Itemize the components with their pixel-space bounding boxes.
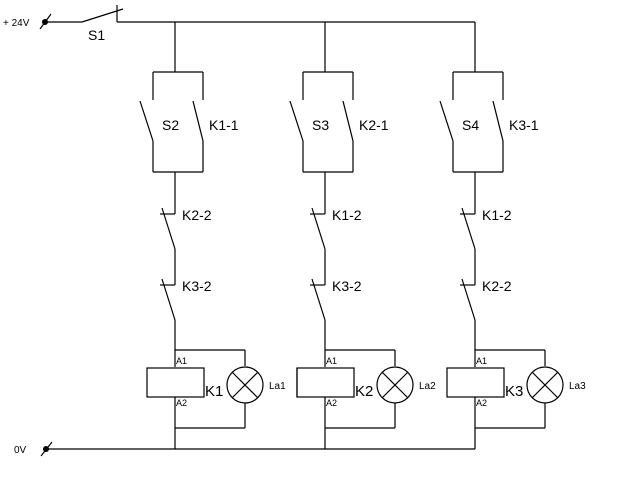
switch-blade [81,8,124,23]
lamp-label: La1 [269,381,286,392]
coil-terminal-a1: A1 [476,356,487,366]
coil-label: K3 [505,383,523,400]
contact-blade [492,100,504,142]
pushbutton-contact[interactable]: S3 [289,100,329,142]
contact-blade [461,207,476,250]
interlock-contact-2-label: K3-2 [332,278,362,294]
pushbutton-contact[interactable]: S4 [439,100,479,142]
contact-blade [289,100,304,142]
negative-supply-label: 0V [14,445,27,456]
contact-blade [161,207,176,250]
lamp: La3 [526,366,586,404]
lamp: La2 [376,366,436,404]
pushbutton-contact[interactable]: S2 [139,100,179,142]
main-switch-s1[interactable]: S1 [81,5,124,43]
contact-blade [342,100,354,142]
interlock-contact-2-label: K3-2 [182,278,212,294]
coil-body [296,367,355,398]
contact-blade [192,100,204,142]
coil-terminal-a2: A2 [176,398,187,408]
coil-terminal-a1: A1 [326,356,337,366]
coil-terminal-a1: A1 [176,356,187,366]
self-hold-contact-label: K1-1 [209,117,239,133]
lamp-icon [376,366,414,404]
contact-blade [311,207,326,250]
coil-label: K2 [355,383,373,400]
interlock-contact-2: K3-2 [160,278,212,321]
interlock-contact-2: K2-2 [460,278,512,321]
lamp-cross [381,371,409,399]
interlock-contact-1-label: K1-2 [332,207,362,223]
contact-blade [139,100,154,142]
interlock-contact-2-label: K2-2 [482,278,512,294]
contact-blade [161,278,176,321]
lamp: La1 [226,366,286,404]
interlock-contact-2: K3-2 [310,278,362,321]
contact-blade [311,278,326,321]
interlock-contact-1: K2-2 [160,207,212,250]
main-switch-label: S1 [88,27,105,43]
coil-body [446,367,505,398]
coil-terminal-a2: A2 [476,398,487,408]
self-hold-contact: K3-1 [492,100,539,142]
lamp-icon [526,366,564,404]
lamp-label: La3 [569,381,586,392]
lamp-label: La2 [419,381,436,392]
pushbutton-label: S2 [162,117,179,133]
coil-body [146,367,205,398]
self-hold-contact: K2-1 [342,100,389,142]
self-hold-contact-label: K2-1 [359,117,389,133]
interlock-contact-1: K1-2 [460,207,512,250]
contact-blade [439,100,454,142]
pushbutton-label: S3 [312,117,329,133]
supply-negative: 0V [14,441,475,457]
positive-supply-label: + 24V [3,18,30,29]
supply-positive: + 24V S1 [3,5,475,43]
interlock-contact-1-label: K1-2 [482,207,512,223]
coil-label: K1 [205,383,223,400]
lamp-icon [226,366,264,404]
interlock-contact-1: K1-2 [310,207,362,250]
interlock-contact-1-label: K2-2 [182,207,212,223]
self-hold-contact: K1-1 [192,100,239,142]
lamp-cross [531,371,559,399]
pushbutton-label: S4 [462,117,479,133]
coil-terminal-a2: A2 [326,398,337,408]
contact-blade [461,278,476,321]
self-hold-contact-label: K3-1 [509,117,539,133]
lamp-cross [231,371,259,399]
